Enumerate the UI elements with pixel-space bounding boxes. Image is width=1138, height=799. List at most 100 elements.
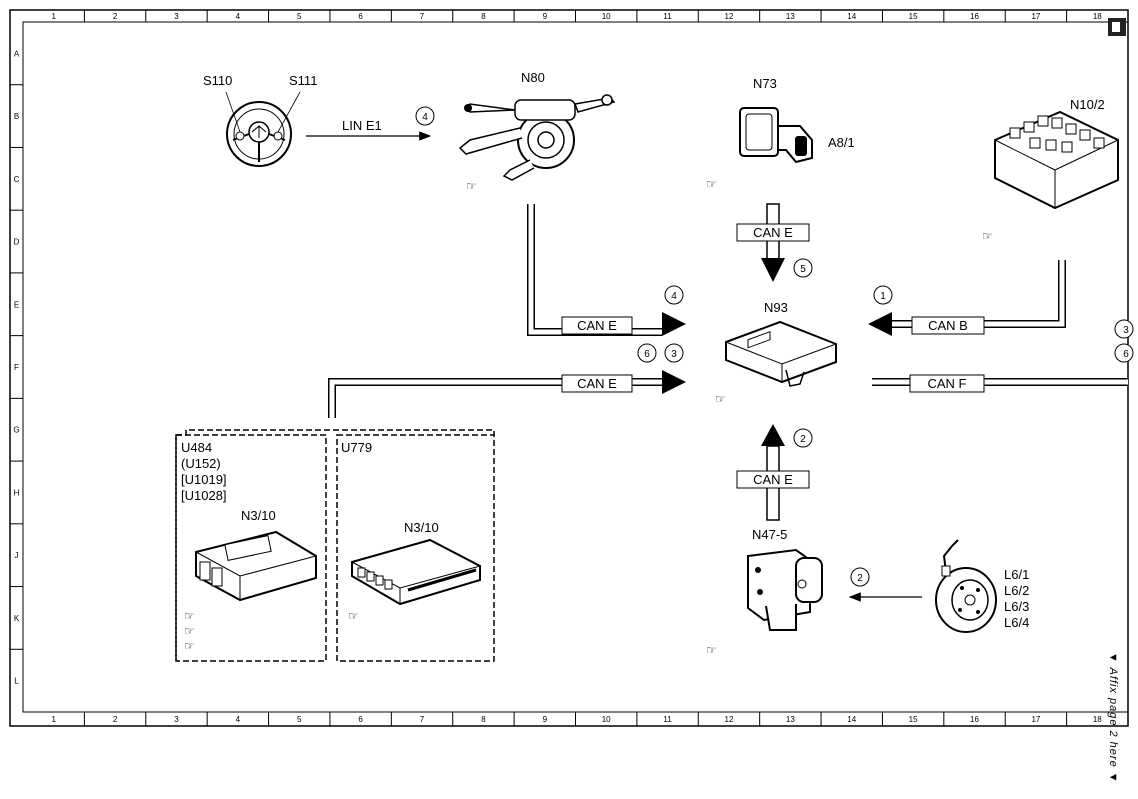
label-n3-10-a: N3/10	[241, 508, 276, 523]
can-e-n47-connection: CAN E 2	[736, 424, 813, 521]
row-letter-left: G	[13, 426, 19, 435]
column-number-bottom: 18	[1093, 715, 1102, 724]
u484-engine-group: U484 (U152) [U1019] [U1028] N3/10 ☞ ☞ ☞	[175, 429, 495, 662]
reference-icon-n47-5: ☞	[706, 643, 717, 657]
u779-engine-group: U779 N3/10 ☞	[336, 434, 495, 662]
column-number-bottom: 10	[602, 715, 611, 724]
marker-3-right: 3	[1123, 325, 1129, 336]
column-number-top: 3	[174, 12, 179, 21]
can-f-connection: CAN F 3 6	[872, 319, 1134, 393]
label-n3-10-b: N3/10	[404, 520, 439, 535]
reference-icon-n93: ☞	[715, 392, 726, 406]
can-b-connection: CAN B 1	[868, 260, 1066, 336]
column-number-bottom: 17	[1031, 715, 1040, 724]
row-letter-left: K	[14, 614, 20, 623]
label-u1028: [U1028]	[181, 488, 227, 503]
reference-icon-u484-1: ☞	[184, 609, 195, 623]
steering-wheel-switches: S110 S111	[203, 73, 317, 167]
label-s111: S111	[289, 73, 317, 88]
column-number-top: 15	[909, 12, 918, 21]
marker-5: 5	[800, 264, 806, 275]
reference-icon-u484-3: ☞	[184, 639, 195, 653]
label-u779: U779	[341, 440, 372, 455]
label-u1019: [U1019]	[181, 472, 227, 487]
label-l6-3: L6/3	[1004, 599, 1029, 614]
row-letter-left: E	[14, 300, 19, 309]
column-number-top: 1	[51, 12, 56, 21]
can-e-n80-connection: CAN E 4	[527, 204, 686, 336]
marker-6-right: 6	[1123, 349, 1129, 360]
column-number-bottom: 2	[113, 715, 118, 724]
label-n10-2: N10/2	[1070, 97, 1105, 112]
page-corner-icon	[1108, 18, 1126, 36]
label-u152: (U152)	[181, 456, 221, 471]
column-number-bottom: 12	[725, 715, 734, 724]
can-e-powertrain-connection: CAN E 6 3	[328, 343, 686, 418]
marker-1: 1	[880, 291, 886, 302]
label-u484: U484	[181, 440, 212, 455]
label-n80: N80	[521, 70, 545, 85]
label-n93: N93	[764, 300, 788, 315]
label-s110: S110	[203, 73, 232, 88]
column-number-top: 6	[358, 12, 363, 21]
reference-icon-n73: ☞	[706, 177, 717, 191]
column-number-bottom: 16	[970, 715, 979, 724]
row-letter-left: C	[14, 175, 20, 184]
column-number-bottom: 8	[481, 715, 486, 724]
reference-icon-n80: ☞	[466, 179, 477, 193]
marker-4-lin: 4	[422, 112, 428, 123]
n80-steering-column-module: N80 ☞	[458, 70, 616, 193]
marker-4-can: 4	[671, 291, 677, 302]
lin-e1-label: LIN E1	[342, 118, 382, 133]
row-letter-left: D	[14, 238, 20, 247]
column-number-top: 7	[420, 12, 425, 21]
row-letter-left: F	[14, 363, 19, 372]
column-number-bottom: 1	[51, 715, 56, 724]
column-number-top: 17	[1031, 12, 1040, 21]
can-e-label-4: CAN E	[753, 472, 793, 487]
n10-2-sam-module: N10/2 ☞	[982, 97, 1119, 243]
marker-6: 6	[644, 349, 650, 360]
reference-icon-u484-2: ☞	[184, 624, 195, 638]
can-f-label: CAN F	[928, 376, 967, 391]
label-l6-2: L6/2	[1004, 583, 1029, 598]
can-b-label: CAN B	[928, 318, 968, 333]
column-number-bottom: 11	[663, 715, 672, 724]
row-letter-left: A	[14, 49, 20, 58]
n47-5-esp-unit: N47-5 ☞	[706, 527, 823, 657]
column-number-top: 4	[236, 12, 241, 21]
column-number-top: 13	[786, 12, 795, 21]
column-number-bottom: 4	[236, 715, 241, 724]
label-n47-5: N47-5	[752, 527, 787, 542]
can-e-n73-connection: CAN E 5	[736, 203, 813, 282]
column-number-bottom: 6	[358, 715, 363, 724]
n73-ignition-switch: N73 A8/1 ☞	[706, 76, 855, 191]
column-number-top: 5	[297, 12, 302, 21]
label-n73: N73	[753, 76, 777, 91]
column-number-top: 2	[113, 12, 118, 21]
row-letter-left: L	[14, 677, 19, 686]
reference-icon-u779: ☞	[348, 609, 359, 623]
column-number-top: 8	[481, 12, 486, 21]
marker-2-upper: 2	[800, 434, 806, 445]
column-number-top: 10	[602, 12, 611, 21]
column-number-bottom: 5	[297, 715, 302, 724]
column-number-bottom: 13	[786, 715, 795, 724]
column-number-bottom: 7	[420, 715, 425, 724]
column-number-top: 9	[543, 12, 548, 21]
reference-icon-n10-2: ☞	[982, 229, 993, 243]
row-letter-left: H	[14, 488, 20, 497]
column-number-bottom: 3	[174, 715, 179, 724]
marker-2-lower: 2	[857, 573, 863, 584]
column-number-top: 12	[725, 12, 734, 21]
label-a8-1: A8/1	[828, 135, 855, 150]
side-note-affix: ▼ Affix page 2 here ▼	[1107, 652, 1119, 784]
row-letter-left: J	[15, 551, 19, 560]
column-number-top: 18	[1093, 12, 1102, 21]
n93-central-gateway: N93 ☞	[715, 300, 837, 406]
